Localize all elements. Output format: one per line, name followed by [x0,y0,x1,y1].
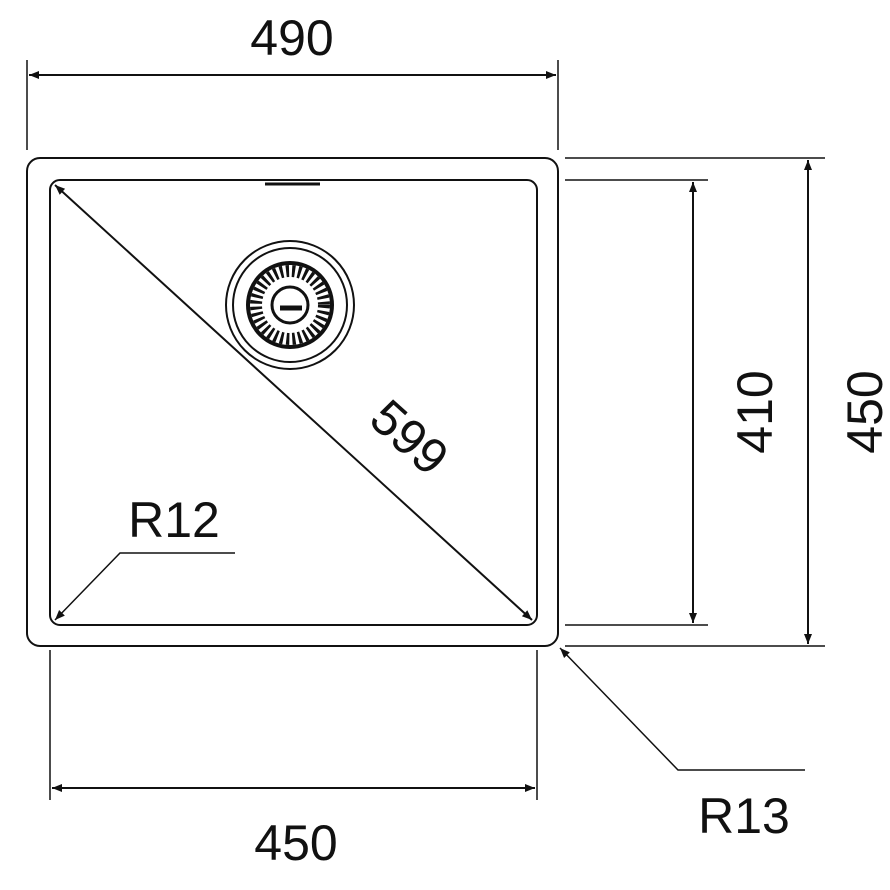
label-outer-radius: R13 [698,788,790,844]
sink-outer-outline [26,157,559,647]
drain-icon [225,240,355,370]
label-diagonal: 599 [360,389,459,486]
label-outer-depth: 450 [837,370,890,453]
label-inner-depth: 410 [727,370,783,453]
label-inner-width: 450 [254,815,337,871]
leader-r13 [559,647,805,771]
label-outer-width: 490 [250,10,333,66]
label-inner-radius: R12 [128,492,220,548]
sink-inner-outline [49,179,538,626]
leader-r12 [54,552,235,621]
dim-line-diagonal [54,184,533,621]
